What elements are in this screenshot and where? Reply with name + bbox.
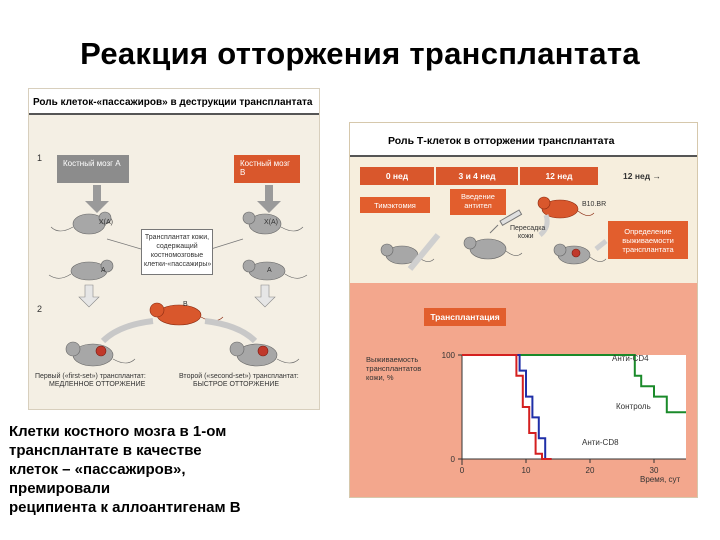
y-tick-label: 100 — [442, 351, 456, 360]
strain-label: B10.BR — [582, 201, 607, 208]
mouse-icon — [65, 341, 136, 367]
box-line: клетки-«пассажиры» — [144, 261, 212, 268]
arrow-icon — [594, 239, 608, 251]
passenger-cells-figure: Роль клеток-«пассажиров» в деструкции тр… — [28, 88, 320, 410]
box-line: содержащий — [156, 243, 198, 250]
box-line: выживаемости — [622, 236, 674, 245]
mouse-a-right-label: A — [267, 267, 272, 274]
skin-transplant-label: Пересадка кожи — [510, 225, 545, 241]
arrow-down-icon — [78, 284, 100, 308]
slide-caption: Клетки костного мозга в 1-ом транспланта… — [9, 422, 309, 517]
label-line: Пересадка — [510, 225, 546, 232]
caption-line: реципиента к аллоантигенам В — [9, 499, 241, 516]
mouse-icon — [553, 243, 607, 265]
caption-line: премировали — [9, 480, 111, 497]
arrow-down-icon — [85, 185, 109, 213]
timeline-cell: 12 нед — [520, 167, 598, 185]
timeline-cell: 3 и 4 нед — [436, 167, 518, 185]
mouse-b-label: B — [183, 301, 188, 308]
series-label: Анти-CD8 — [582, 438, 619, 447]
x-tick-label: 10 — [522, 466, 531, 475]
step-1-label: 1 — [37, 153, 43, 163]
slide-title: Реакция отторжения трансплантата — [80, 36, 640, 71]
timeline-cell: 12 нед → — [600, 167, 684, 185]
t-cells-figure: Роль Т-клеток в отторжении трансплантата… — [349, 122, 698, 498]
label-line: кожи, % — [366, 373, 394, 382]
antibody-box: Введение антител — [450, 189, 506, 215]
caption-line: клеток – «пассажиров», — [9, 461, 186, 478]
label-line: трансплантатов — [366, 364, 422, 373]
step-2-label: 2 — [37, 304, 43, 314]
mouse-icon — [229, 341, 300, 367]
series-line-Анти-CD4 — [462, 354, 686, 414]
first-set-caption: Первый («first-set») трансплантат: МЕДЛЕ… — [35, 373, 170, 389]
box-line: Трансплантат кожи, — [144, 234, 210, 241]
label-line: Выживаемость — [366, 355, 419, 364]
box-line: Определение — [624, 227, 672, 236]
mouse-icon — [48, 259, 114, 281]
box-line: Введение — [461, 192, 495, 201]
mouse-icon — [380, 243, 435, 265]
bone-marrow-b-chip: Костный мозг В — [234, 155, 300, 183]
right-figure-drawing — [380, 196, 608, 271]
caption-line: Второй («second-set») трансплантат: — [179, 373, 299, 380]
arrow-down-icon — [257, 185, 281, 213]
mouse-icon — [463, 236, 523, 260]
x-tick-label: 30 — [650, 466, 659, 475]
mouse-xa-right-label: X(A) — [264, 219, 278, 226]
x-axis-label: Время, сут — [640, 475, 681, 484]
mouse-xa-left-label: X(A) — [99, 219, 113, 226]
transplant-label: Трансплантация — [424, 308, 506, 326]
survival-box: Определение выживаемости трансплантата — [608, 221, 688, 259]
box-line: антител — [464, 201, 492, 210]
arrow-icon — [538, 214, 550, 237]
arrow-down-icon — [254, 284, 276, 308]
caption-line: МЕДЛЕННОЕ ОТТОРЖЕНИЕ — [49, 381, 146, 388]
series-line-Контроль — [462, 354, 552, 460]
mouse-a-left-label: A — [101, 267, 106, 274]
mouse-icon — [537, 196, 595, 219]
mouse-icon — [242, 211, 304, 235]
caption-line: трансплантате в качестве — [9, 442, 202, 459]
left-figure-drawing — [48, 185, 308, 367]
mouse-icon — [149, 302, 224, 326]
bone-marrow-a-chip: Костный мозг А — [57, 155, 129, 183]
box-line: костномозговые — [150, 252, 204, 259]
timeline-cell: 0 нед — [360, 167, 434, 185]
caption-line: Первый («first-set») трансплантат: — [35, 373, 146, 380]
series-label-bg — [614, 401, 660, 412]
mouse-icon — [50, 211, 112, 235]
arrow-icon — [407, 233, 441, 271]
x-tick-label: 0 — [460, 466, 465, 475]
label-line: кожи — [518, 233, 534, 240]
series-label-bg — [580, 437, 626, 448]
syringe-icon — [489, 209, 523, 234]
series-line-Анти-CD8 — [462, 354, 552, 460]
right-figure-header: Роль Т-клеток в отторжении трансплантата — [350, 123, 697, 157]
x-tick-label: 20 — [586, 466, 595, 475]
caption-line: БЫСТРОЕ ОТТОРЖЕНИЕ — [193, 381, 280, 388]
series-label: Контроль — [616, 402, 651, 411]
y-axis-label: Выживаемость трансплантатов кожи, % — [366, 355, 448, 382]
left-figure-header: Роль клеток-«пассажиров» в деструкции тр… — [29, 89, 319, 115]
thymectomy-box: Тимэктомия — [360, 197, 430, 213]
series-label: Анти-CD4 — [612, 354, 649, 363]
box-line: трансплантата — [622, 245, 674, 254]
mouse-icon — [242, 259, 308, 281]
second-set-caption: Второй («second-set») трансплантат: БЫСТ… — [179, 373, 319, 389]
y-tick-label: 0 — [451, 455, 456, 464]
caption-line: Клетки костного мозга в 1-ом — [9, 423, 227, 440]
passenger-cells-box: Трансплантат кожи, содержащий костномозг… — [141, 229, 213, 275]
